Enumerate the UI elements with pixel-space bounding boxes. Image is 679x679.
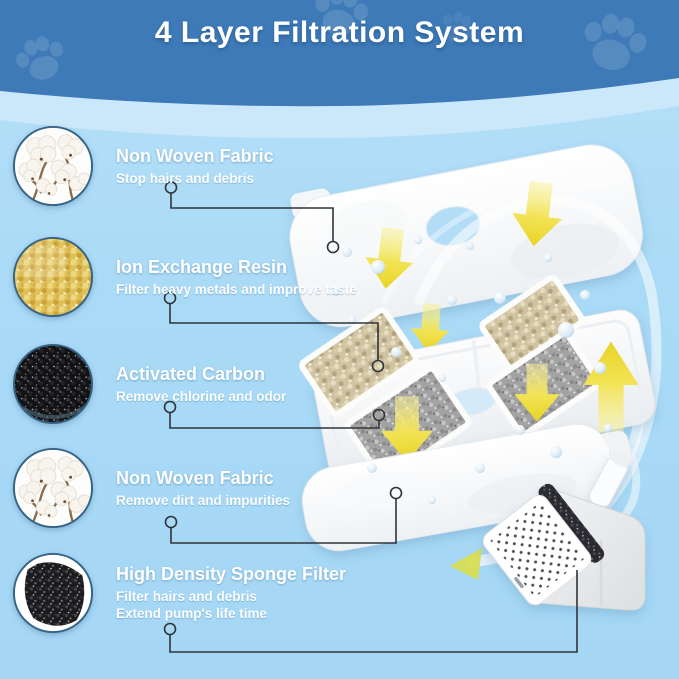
layer-item-ion-exchange-resin: Ion Exchange Resin Filter heavy metals a… [12,236,357,318]
layer-title: Non Woven Fabric [116,467,274,488]
resin-beads-photo [12,236,94,318]
layer-title: Non Woven Fabric [116,145,274,166]
carbon-granules-photo [12,343,94,425]
ion-exchange-resin-pad [299,307,419,417]
water-droplets [332,236,612,504]
layer-title: High Density Sponge Filter [116,564,347,584]
sponge-photo [12,552,94,634]
water-pump [482,454,646,611]
bottom-fabric-layer [301,423,632,552]
cotton-photo [12,447,94,529]
layer-desc: Remove chlorine and odor [116,388,287,404]
layer-desc: Remove dirt and impurities [116,492,291,508]
layer-item-high-density-sponge: High Density Sponge Filter Filter hairs … [12,552,346,634]
connector-lines [163,181,578,653]
layer-desc: Stop hairs and debris [116,170,255,186]
flow-arrowhead-green [450,548,482,580]
header-band [0,0,679,107]
cotton-photo [12,125,94,207]
layer-item-non-woven-fabric-1: Non Woven Fabric Stop hairs and debris [12,125,274,207]
layer-desc: Filter hairs and debris [116,589,258,604]
layer-desc: Filter heavy metals and improve taste [116,281,357,297]
layer-item-activated-carbon: Activated Carbon Remove chlorine and odo… [12,343,286,425]
page-title: 4 Layer Filtration System [154,16,525,49]
layer-title: Activated Carbon [116,363,266,384]
layer-item-non-woven-fabric-2: Non Woven Fabric Remove dirt and impurit… [12,447,290,529]
layer-desc: Extend pump's life time [116,606,267,621]
layer-title: Ion Exchange Resin [116,256,288,277]
